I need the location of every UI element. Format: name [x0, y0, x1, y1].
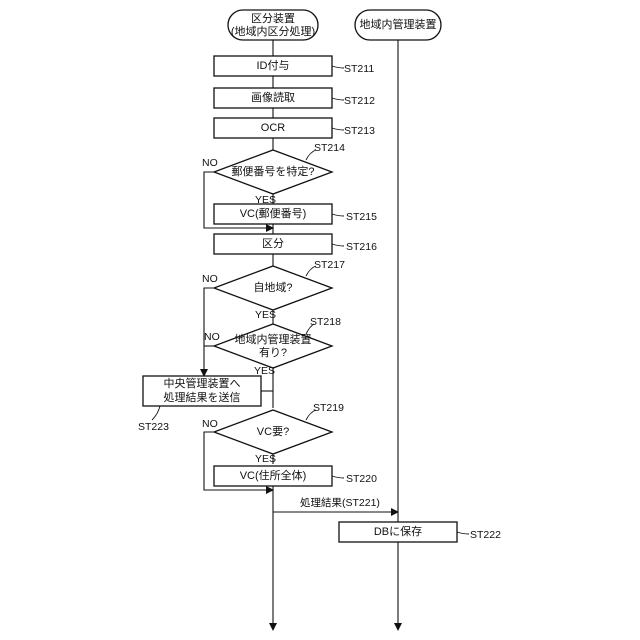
label-st220: ST220: [346, 473, 377, 485]
label-st222: ST222: [470, 529, 501, 541]
decision-own-region-label: 自地域?: [253, 281, 292, 294]
lane-header-regional-manager: 地域内管理装置: [355, 10, 441, 40]
step-sort: 区分 ST216: [214, 234, 377, 254]
label-st213: ST213: [344, 125, 375, 137]
lane-header-sorter: 区分装置 (地域内区分処理): [228, 10, 318, 40]
step-save-db: DBに保存 ST222: [339, 522, 501, 542]
step-image-read-label: 画像読取: [251, 90, 295, 104]
label-st223: ST223: [138, 421, 169, 433]
step-vc-full-address: VC(住所全体) ST220: [214, 466, 377, 486]
label-st218: ST218: [310, 316, 341, 328]
branch-yes-4: YES: [255, 453, 276, 465]
step-vc-full-address-label: VC(住所全体): [240, 468, 307, 482]
label-st214: ST214: [314, 142, 345, 154]
step-ocr: OCR ST213: [214, 118, 375, 138]
label-st215: ST215: [346, 211, 377, 223]
step-send-to-central-line2: 処理結果を送信: [164, 390, 241, 404]
step-id-assign-label: ID付与: [257, 59, 290, 72]
message-processing-result: 処理結果(ST221): [273, 496, 398, 512]
lane-header-regional-manager-label: 地域内管理装置: [360, 17, 437, 31]
step-vc-postcode-label: VC(郵便番号): [240, 207, 307, 220]
step-ocr-label: OCR: [261, 122, 286, 134]
label-st219: ST219: [313, 402, 344, 414]
step-sort-label: 区分: [262, 237, 284, 250]
decision-vc-needed-label: VC要?: [257, 425, 289, 438]
lane-header-sorter-line2: (地域内区分処理): [231, 24, 315, 38]
branch-no-3: NO: [204, 331, 220, 343]
lane-header-sorter-line1: 区分装置: [251, 12, 295, 25]
step-save-db-label: DBに保存: [374, 524, 422, 538]
step-send-to-central-line1: 中央管理装置へ: [164, 376, 241, 390]
label-st212: ST212: [344, 95, 375, 107]
decision-postcode-identified-label: 郵便番号を特定?: [231, 164, 314, 178]
label-st217: ST217: [314, 259, 345, 271]
decision-has-regional-manager-line2: 有り?: [259, 345, 287, 359]
branch-yes-2: YES: [255, 309, 276, 321]
branch-yes-3: YES: [254, 365, 275, 377]
branch-no-1: NO: [202, 157, 218, 169]
label-st216: ST216: [346, 241, 377, 253]
step-vc-postcode: VC(郵便番号) ST215: [214, 204, 377, 224]
label-st211: ST211: [344, 63, 374, 75]
branch-no-2: NO: [202, 273, 218, 285]
step-id-assign: ID付与 ST211: [214, 56, 374, 76]
decision-has-regional-manager-line1: 地域内管理装置: [235, 332, 312, 346]
step-image-read: 画像読取 ST212: [214, 88, 375, 108]
decision-has-regional-manager: 地域内管理装置 有り? ST218 NO YES: [204, 316, 341, 377]
message-processing-result-label: 処理結果(ST221): [300, 496, 380, 509]
branch-no-4: NO: [202, 418, 218, 430]
